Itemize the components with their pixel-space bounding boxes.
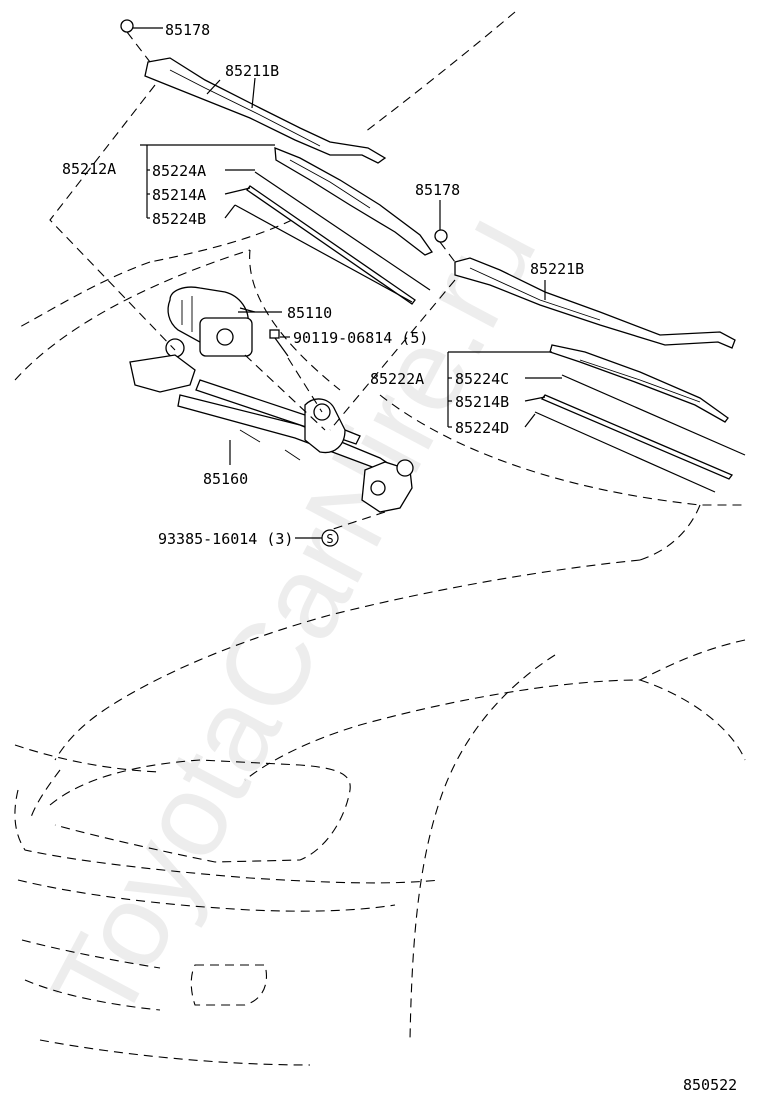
- wiper-arm-left[interactable]: [144, 57, 387, 164]
- wiper-link-assembly[interactable]: [129, 338, 414, 513]
- wiper-blade-right[interactable]: [549, 344, 729, 423]
- wiper-backing-left[interactable]: [246, 185, 416, 305]
- label-backing-left: 85214A: [152, 186, 206, 204]
- wiper-rubber-right-inner[interactable]: [534, 411, 716, 493]
- label-arm-right: 85221B: [530, 260, 584, 278]
- label-rubber-left-inner: 85224B: [152, 210, 206, 228]
- label-blade-right: 85222A: [370, 370, 424, 388]
- wiper-rubber-left-outer[interactable]: [254, 171, 431, 291]
- label-rubber-right-inner: 85224D: [455, 419, 509, 437]
- wiper-rubber-right-outer[interactable]: [561, 374, 746, 456]
- wiper-rubber-left-inner[interactable]: [234, 204, 413, 303]
- label-rubber-right-outer: 85224C: [455, 370, 509, 388]
- label-cap-left: 85178: [165, 21, 210, 39]
- wiper-arm-cap-right[interactable]: [434, 229, 448, 243]
- connector-lines: [49, 31, 456, 531]
- wiper-arm-cap-left[interactable]: [120, 19, 134, 33]
- leader-lines: [133, 27, 562, 539]
- figure-code: 850522: [683, 1076, 737, 1094]
- label-link: 85160: [203, 470, 248, 488]
- label-link-bolt: 93385-16014 (3): [158, 530, 293, 548]
- motor-bolt[interactable]: [269, 329, 289, 357]
- wiper-motor[interactable]: [167, 286, 253, 357]
- s-mark-label: S: [326, 532, 333, 546]
- label-backing-right: 85214B: [455, 393, 509, 411]
- label-motor-bolt: 90119-06814 (5): [293, 329, 428, 347]
- s-mark-icon: S: [321, 529, 339, 547]
- wiper-arm-right[interactable]: [454, 257, 736, 349]
- label-arm-left: 85211B: [225, 62, 279, 80]
- vehicle-outline: [14, 11, 746, 1066]
- label-blade-left: 85212A: [62, 160, 116, 178]
- label-rubber-left-outer: 85224A: [152, 162, 206, 180]
- label-motor: 85110: [287, 304, 332, 322]
- wiper-blade-left[interactable]: [274, 147, 433, 256]
- label-cap-right: 85178: [415, 181, 460, 199]
